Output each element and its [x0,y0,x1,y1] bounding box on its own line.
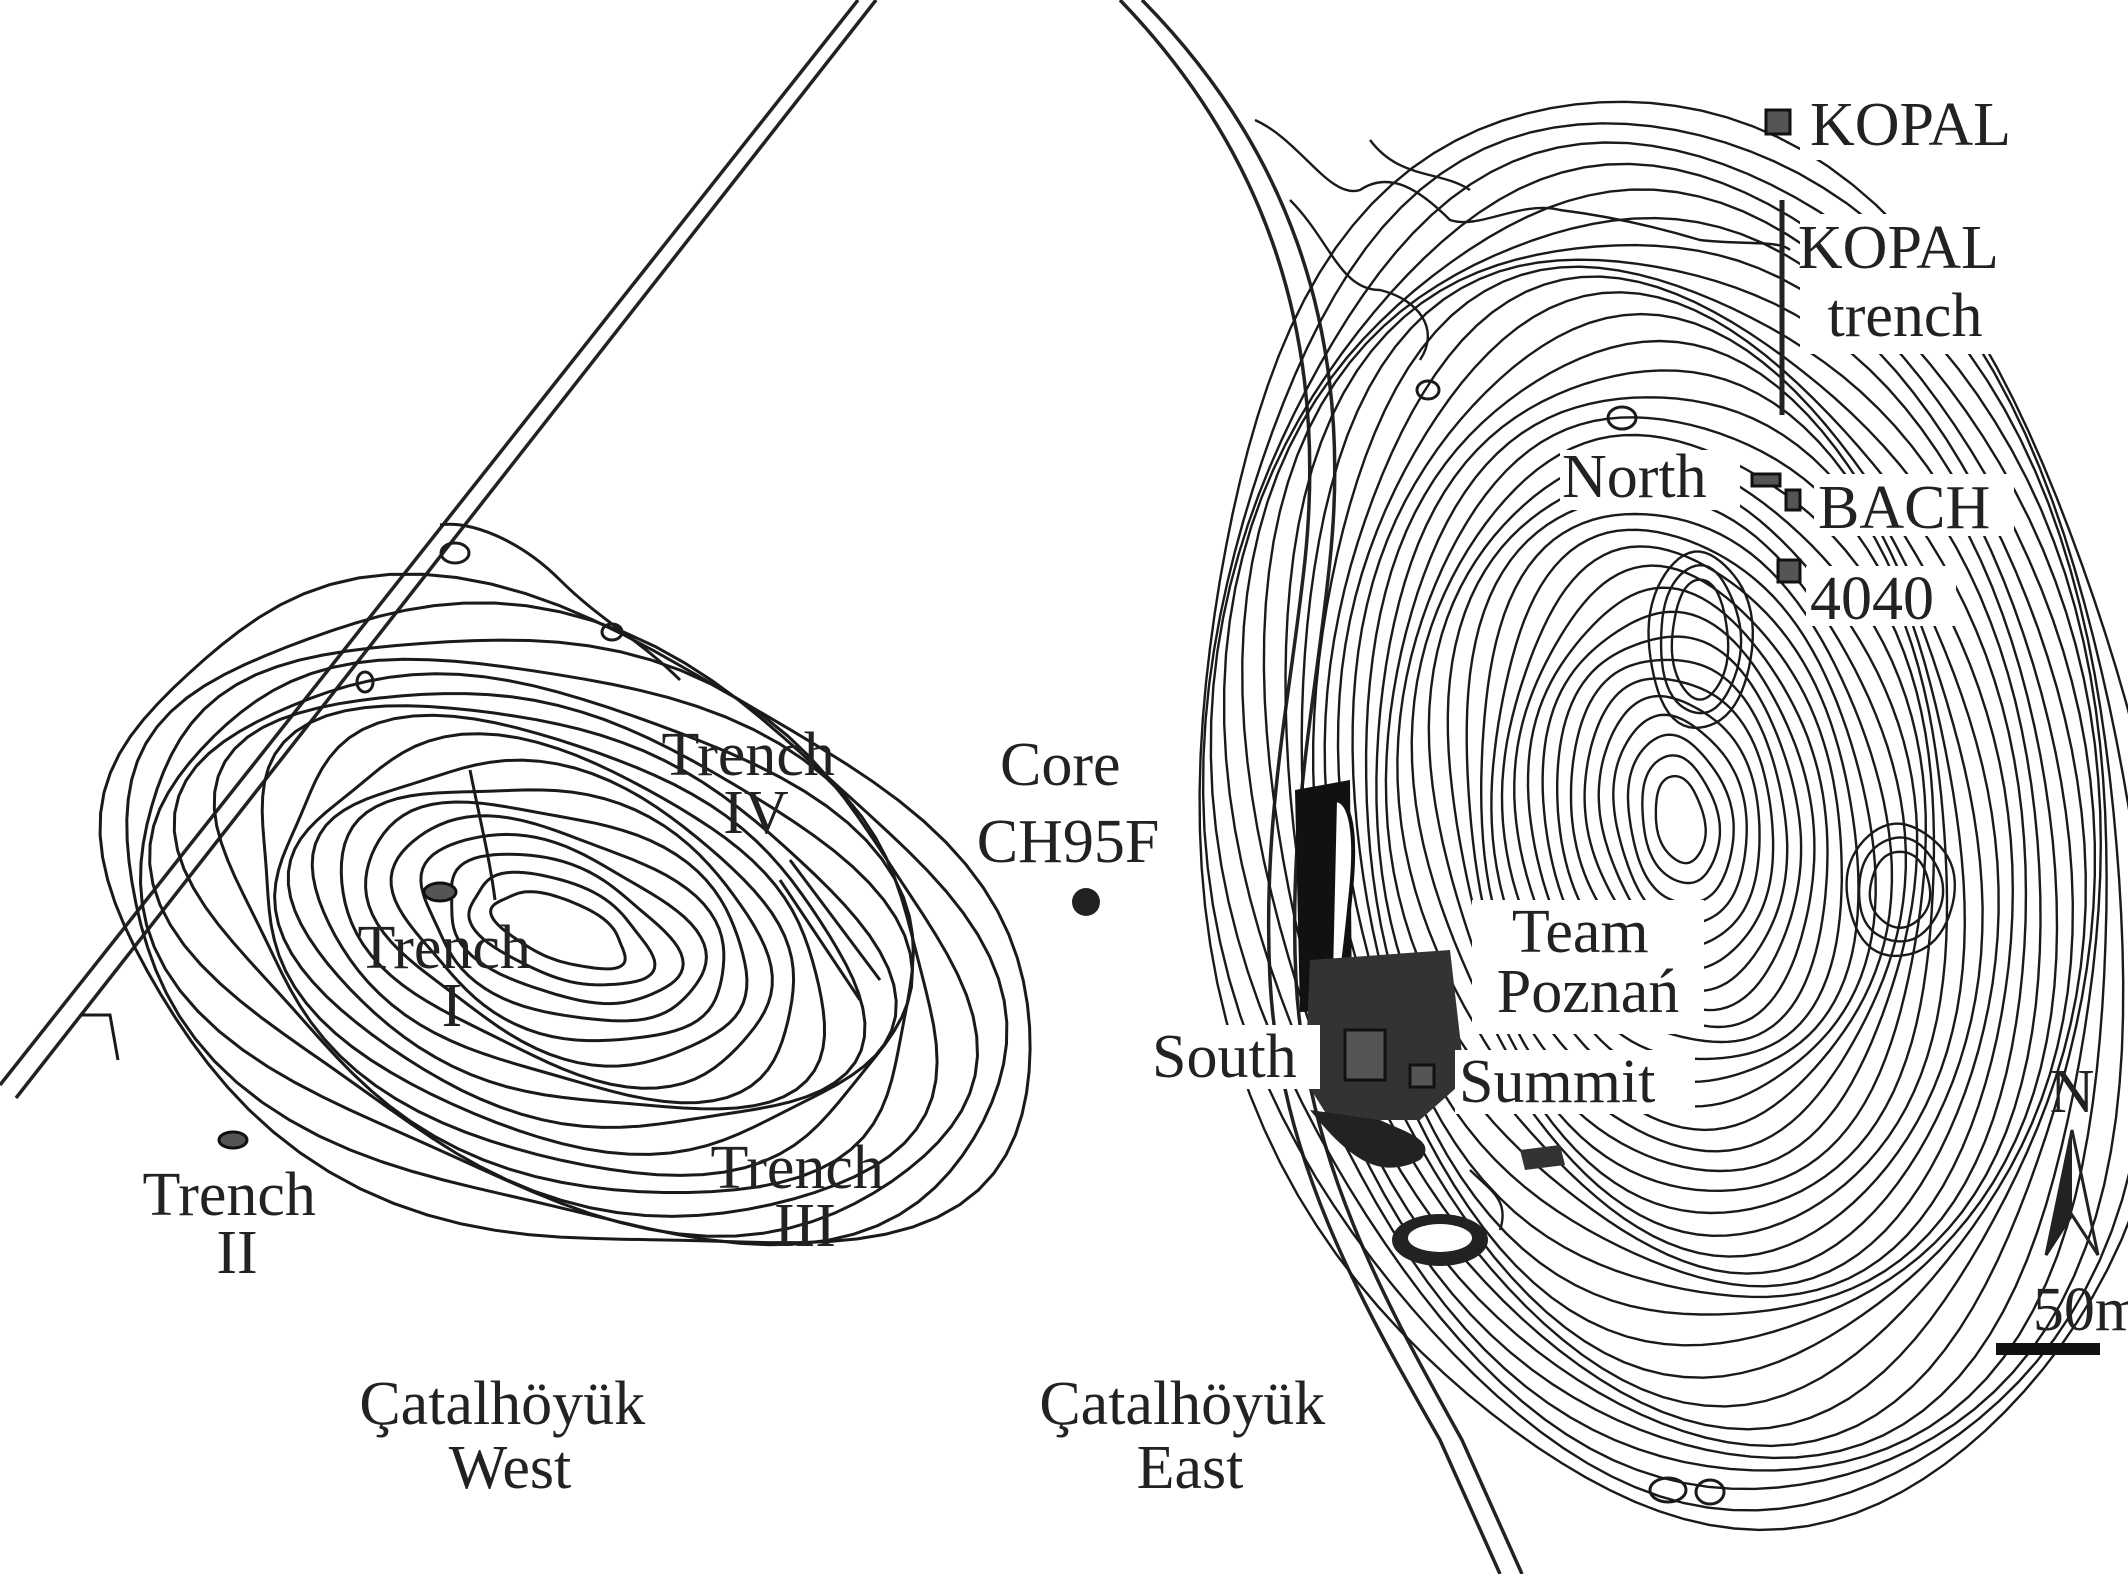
trench-i-marker [422,881,458,903]
contour-line [1375,369,1984,1275]
contour-line [1626,733,1735,905]
trench-iv-label: Trench IV [662,721,851,847]
contour-line [1513,564,1844,1061]
contour-line [260,704,898,1156]
contour-line [364,800,749,1068]
labels-west: Trench IV Trench I Trench II Trench III … [143,721,900,1502]
scale-bar-icon: 50m [1996,1276,2128,1355]
west-mound-features [80,522,882,1150]
south-label: South [1152,1023,1297,1091]
contour-line [1396,416,1949,1238]
contour-line [1241,188,2103,1460]
contour-line [1526,586,1829,1044]
contour-line [1583,677,1775,971]
contour-line [1868,850,1932,930]
contour-line [1209,141,2125,1491]
trench-ii-label: Trench II [143,1161,332,1287]
labels-east: KOPAL KOPAL trench North BACH 4040 Team … [1150,91,2050,1116]
core-label: Core CH95F [977,731,1160,876]
contour-line [1845,822,1957,958]
trench-i-label: Trench I [358,914,547,1040]
contour-line [1223,162,2108,1472]
scale-label: 50m [2033,1276,2128,1344]
north-arrow-label: N [2050,1058,2095,1126]
contour-line [125,601,1009,1247]
contour-line [148,657,939,1218]
trench-iii-label: Trench III [711,1134,900,1260]
labels-center: Core CH95F Çatalhöyük East [977,731,1340,1502]
contour-line [1427,452,1928,1193]
area-4040-label: 4040 [1810,565,1934,633]
contour-line [273,713,867,1129]
contour-line [1597,694,1761,949]
contour-line [1201,122,2128,1512]
contour-line [1857,836,1945,943]
contour-line [172,672,915,1194]
contour-line [389,814,726,1043]
contour-line [286,732,827,1111]
contour-line [1612,713,1748,926]
kopal-label: KOPAL [1810,91,2011,159]
core-point-icon [1072,888,1100,916]
road-east [1118,0,1524,1574]
contour-line [1654,775,1707,865]
west-site-label: Çatalhöyük West [359,1370,660,1502]
contour-line [1479,512,1894,1132]
contour-line [1541,610,1816,1029]
contour-line [1641,754,1722,885]
contour-line [1465,494,1907,1153]
east-mound-contours [1198,100,2128,1532]
contour-line [1351,312,2015,1299]
west-mound-contours [98,572,1032,1247]
contour-line [1647,550,1755,730]
contour-line [467,870,657,987]
contour-line [310,758,796,1105]
east-site-label: Çatalhöyük East [1039,1370,1340,1502]
contour-line [212,692,914,1177]
contour-line [1364,339,2000,1288]
kopal-trench-label: KOPAL trench [1798,214,2012,350]
contour-line [489,890,627,971]
contour-line [1500,545,1860,1084]
bach-label: BACH [1818,474,1990,542]
trench-ii-marker [217,1130,249,1150]
north-label: North [1562,443,1707,511]
bach-marker [1784,488,1802,512]
contour-line [1569,658,1789,993]
contour-line [1384,396,1967,1258]
contour-line [1556,635,1803,1012]
contour-line [1670,578,1730,701]
contour-line [339,788,774,1090]
area-4040-marker [1776,558,1802,584]
summit-label: Summit [1459,1048,1655,1116]
north-marker [1750,472,1782,488]
contour-line [1490,528,1877,1108]
contour-line [1659,563,1743,715]
contour-line [98,572,1032,1245]
contour-line [419,832,708,1023]
kopal-marker [1764,108,1792,136]
north-arrow-icon: N [2044,1058,2100,1256]
contour-line [1410,433,1936,1215]
east-mound-features [1254,108,1802,1506]
team-poznan-label: Team Poznań [1497,898,1680,1026]
